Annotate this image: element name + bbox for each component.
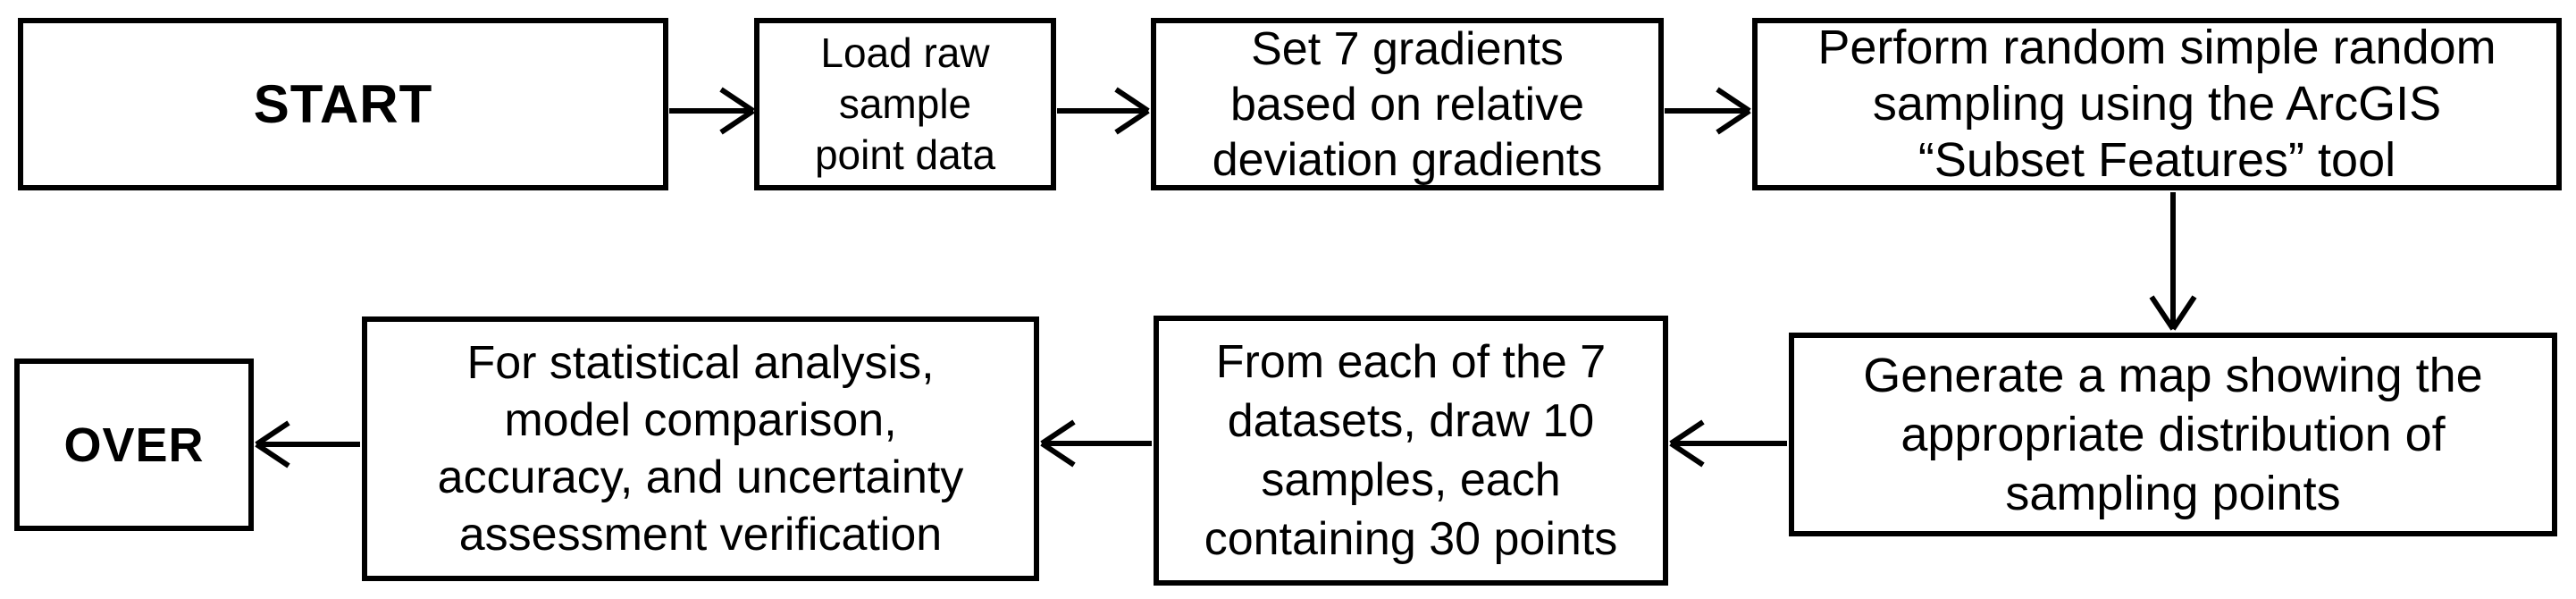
node-start-label: START	[253, 74, 433, 134]
arrow-generate-map-to-draw-samples	[1669, 419, 1787, 468]
node-draw-samples: From each of the 7 datasets, draw 10 sam…	[1154, 316, 1668, 586]
node-perform-sampling: Perform random simple random sampling us…	[1752, 18, 2562, 190]
node-statistical-analysis: For statistical analysis, model comparis…	[362, 316, 1039, 581]
node-set-gradients: Set 7 gradients based on relative deviat…	[1151, 18, 1664, 190]
arrow-set-gradients-to-perform-sampling	[1665, 87, 1751, 135]
arrow-perform-sampling-to-generate-map	[2149, 192, 2197, 331]
node-statistical-analysis-label: For statistical analysis, model comparis…	[437, 337, 964, 561]
node-generate-map-label: Generate a map showing the appropriate d…	[1863, 349, 2483, 520]
node-set-gradients-label: Set 7 gradients based on relative deviat…	[1212, 22, 1603, 186]
node-load-raw-data-label: Load raw sample point data	[814, 30, 996, 178]
arrow-draw-samples-to-statistical	[1040, 419, 1152, 468]
arrow-load-raw-to-set-gradients	[1057, 87, 1150, 135]
node-start: START	[18, 18, 668, 190]
arrow-start-to-load-raw	[669, 87, 755, 135]
node-load-raw-data: Load raw sample point data	[754, 18, 1056, 190]
node-perform-sampling-label: Perform random simple random sampling us…	[1817, 21, 2496, 187]
node-over: OVER	[14, 359, 254, 531]
arrow-statistical-to-over	[255, 420, 360, 468]
node-draw-samples-label: From each of the 7 datasets, draw 10 sam…	[1204, 336, 1618, 565]
node-over-label: OVER	[63, 418, 205, 472]
node-generate-map: Generate a map showing the appropriate d…	[1789, 333, 2557, 536]
